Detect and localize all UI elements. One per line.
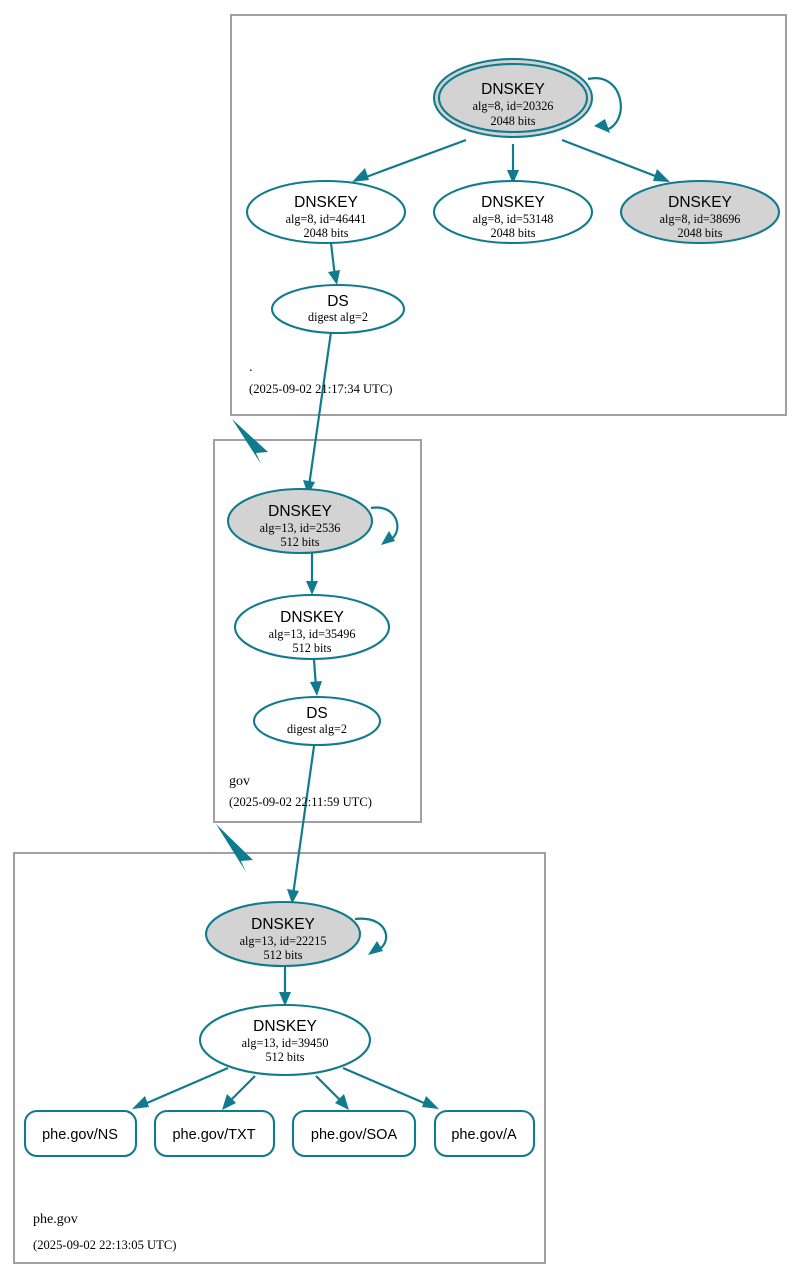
node-size: 512 bits xyxy=(266,1050,305,1064)
node-rrset-phe-gov-soa[interactable]: phe.gov/SOA xyxy=(291,1109,417,1158)
node-title: DNSKEY xyxy=(294,194,358,211)
node-size: 2048 bits xyxy=(677,226,722,240)
edge-phe-zsk-to-rrset-soa xyxy=(315,1075,349,1110)
node-params: alg=8, id=46441 xyxy=(286,212,367,226)
node-ds-gov-to-phe[interactable]: DS digest alg=2 xyxy=(252,695,382,747)
node-dnskey-gov-35496[interactable]: DNSKEY alg=13, id=35496 512 bits xyxy=(233,593,391,661)
zone-timestamp-root: (2025-09-02 21:17:34 UTC) xyxy=(249,382,392,396)
node-title: DNSKEY xyxy=(668,194,732,211)
node-size: 2048 bits xyxy=(490,114,535,128)
node-dnskey-root-53148[interactable]: DNSKEY alg=8, id=53148 2048 bits xyxy=(432,179,594,245)
edge-root-ksk-to-53148 xyxy=(507,144,519,184)
zone-label-phe-gov: phe.gov xyxy=(33,1212,78,1227)
node-params: digest alg=2 xyxy=(308,310,368,324)
node-dnskey-gov-2536[interactable]: DNSKEY alg=13, id=2536 512 bits xyxy=(226,487,374,555)
node-params: alg=13, id=22215 xyxy=(240,934,327,948)
node-params: alg=8, id=38696 xyxy=(660,212,741,226)
node-dnskey-root-20326[interactable]: DNSKEY alg=8, id=20326 2048 bits xyxy=(432,57,594,139)
node-title: DS xyxy=(306,705,328,722)
rrset-label: phe.gov/A xyxy=(451,1127,517,1143)
node-size: 512 bits xyxy=(264,948,303,962)
rrset-label: phe.gov/NS xyxy=(42,1127,118,1143)
edge-root-ksk-to-38696 xyxy=(561,138,670,182)
node-params: alg=13, id=2536 xyxy=(260,521,341,535)
node-size: 2048 bits xyxy=(490,226,535,240)
node-size: 2048 bits xyxy=(303,226,348,240)
node-size: 512 bits xyxy=(293,641,332,655)
node-title: DS xyxy=(327,293,349,310)
node-params: alg=8, id=53148 xyxy=(473,212,554,226)
node-title: DNSKEY xyxy=(251,916,315,933)
edge-phe-zsk-to-rrset-a xyxy=(342,1066,439,1109)
edge-phe-ksk-self-sign xyxy=(354,917,388,955)
zone-label-gov: gov xyxy=(229,774,250,789)
zone-timestamp-gov: (2025-09-02 22:11:59 UTC) xyxy=(229,795,372,809)
edge-root-ksk-self-sign xyxy=(587,77,622,133)
node-rrset-phe-gov-txt[interactable]: phe.gov/TXT xyxy=(153,1109,276,1158)
node-dnskey-phe-39450[interactable]: DNSKEY alg=13, id=39450 512 bits xyxy=(198,1003,372,1077)
edge-gov-ds-to-phe-ksk xyxy=(287,745,316,904)
node-dnskey-phe-22215[interactable]: DNSKEY alg=13, id=22215 512 bits xyxy=(204,900,362,968)
node-title: DNSKEY xyxy=(280,609,344,626)
node-title: DNSKEY xyxy=(253,1018,317,1035)
rrset-label: phe.gov/SOA xyxy=(311,1127,398,1143)
node-title: DNSKEY xyxy=(268,503,332,520)
zone-delegation-wedge-gov-to-phe xyxy=(216,824,253,872)
node-dnskey-root-38696[interactable]: DNSKEY alg=8, id=38696 2048 bits xyxy=(619,179,781,245)
node-dnskey-root-46441[interactable]: DNSKEY alg=8, id=46441 2048 bits xyxy=(245,179,407,245)
edge-gov-zsk-to-ds xyxy=(310,659,322,696)
edge-phe-zsk-to-rrset-txt xyxy=(222,1075,256,1110)
zone-label-root: . xyxy=(249,360,253,375)
node-rrset-phe-gov-a[interactable]: phe.gov/A xyxy=(433,1109,536,1158)
zone-delegation-wedge-root-to-gov xyxy=(232,419,268,464)
node-params: alg=13, id=39450 xyxy=(242,1036,329,1050)
rrset-label: phe.gov/TXT xyxy=(172,1127,255,1143)
edge-phe-zsk-to-rrset-ns xyxy=(132,1066,229,1109)
edge-gov-ksk-self-sign xyxy=(370,506,399,545)
node-title: DNSKEY xyxy=(481,194,545,211)
edge-root-46441-to-ds xyxy=(328,242,340,285)
edge-gov-ksk-to-zsk xyxy=(306,553,318,595)
node-title: DNSKEY xyxy=(481,81,545,98)
node-params: alg=13, id=35496 xyxy=(269,627,356,641)
edge-phe-ksk-to-zsk xyxy=(279,964,291,1006)
node-ds-root-to-gov[interactable]: DS digest alg=2 xyxy=(270,283,406,335)
node-size: 512 bits xyxy=(281,535,320,549)
node-params: alg=8, id=20326 xyxy=(473,99,554,113)
edge-root-ds-to-gov-ksk xyxy=(303,331,333,495)
zone-timestamp-phe-gov: (2025-09-02 22:13:05 UTC) xyxy=(33,1238,176,1252)
node-params: digest alg=2 xyxy=(287,722,347,736)
node-rrset-phe-gov-ns[interactable]: phe.gov/NS xyxy=(23,1109,138,1158)
edge-root-ksk-to-46441 xyxy=(352,138,467,182)
